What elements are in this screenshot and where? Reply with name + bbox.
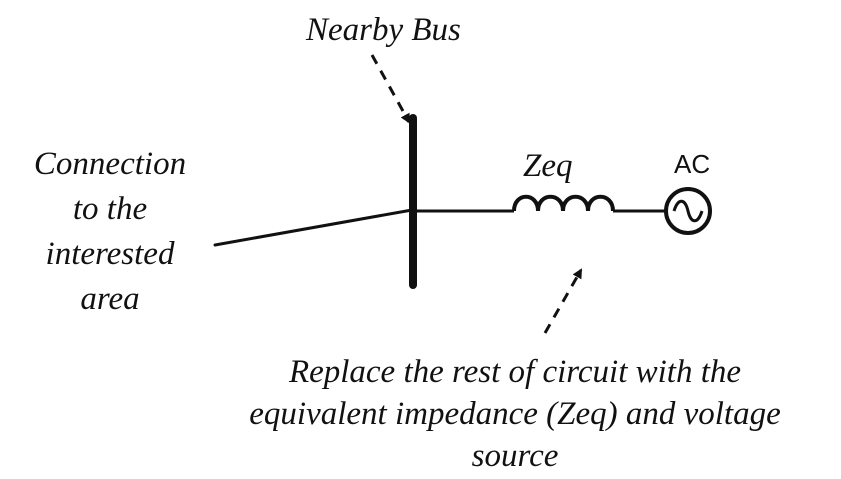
connection-area-label: Connection to the interested area	[10, 142, 210, 322]
replacement-note: Replace the rest of circuit with the equ…	[170, 351, 841, 477]
nearby-bus-pointer-arrow	[370, 54, 411, 124]
connection-label-line: area	[80, 281, 140, 317]
replace-note-pointer-arrow	[543, 268, 583, 334]
replacement-note-line: Replace the rest of circuit with the	[288, 354, 742, 390]
nearby-bus-label: Nearby Bus	[306, 12, 461, 48]
connection-line	[213, 208, 414, 247]
zeq-label: Zeq	[523, 148, 573, 184]
ac-source-icon	[664, 187, 712, 235]
connection-label-line: to the	[72, 191, 148, 227]
inductor-coil	[512, 194, 615, 212]
replacement-note-line: source	[471, 438, 559, 474]
ac-source-label: AC	[674, 149, 711, 179]
connection-label-line: Connection	[33, 146, 187, 182]
connection-label-line: interested	[45, 236, 175, 272]
replacement-note-line: equivalent impedance (Zeq) and voltage	[249, 396, 781, 432]
